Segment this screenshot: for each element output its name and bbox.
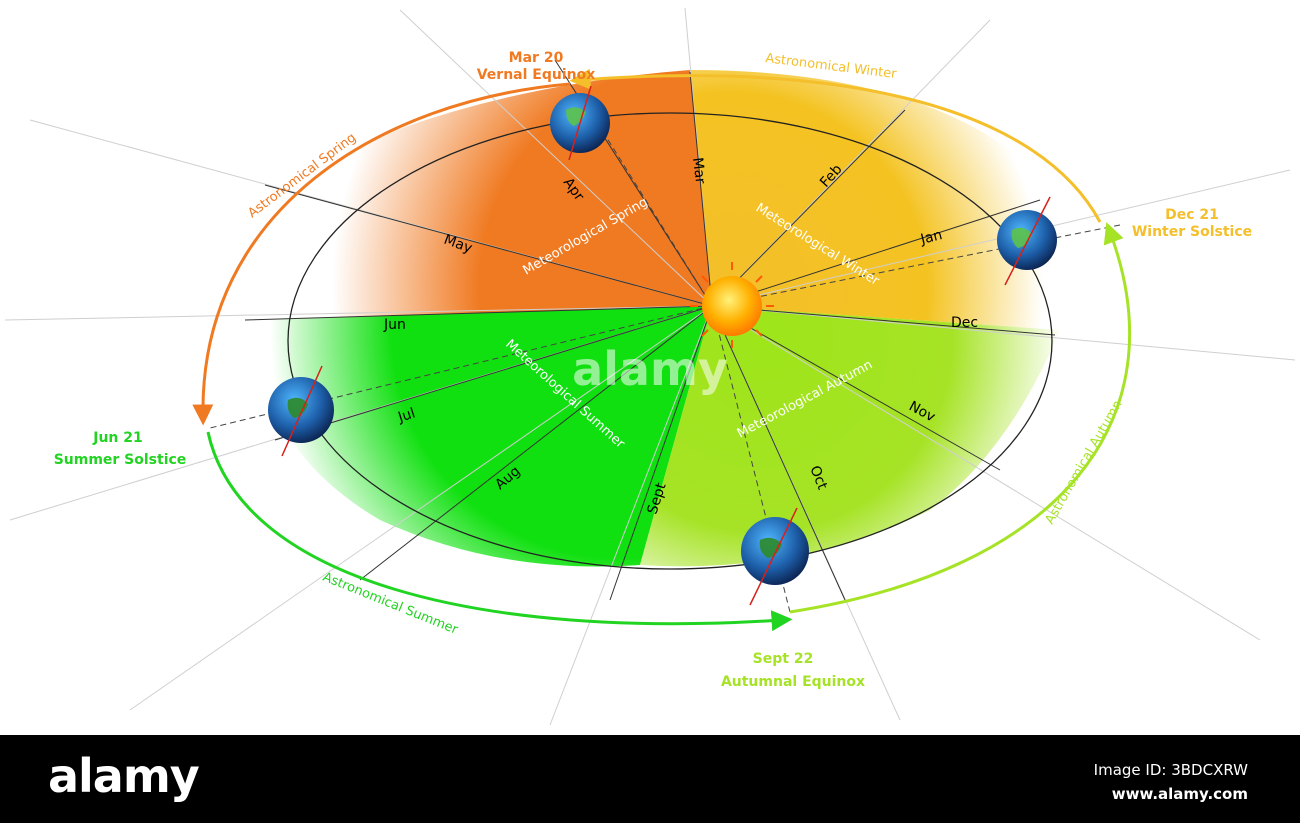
season-wedges <box>245 70 1060 567</box>
arc-summer <box>206 431 793 632</box>
autumnal-equinox-name: Autumnal Equinox <box>721 674 865 690</box>
month-label-mar: Mar <box>689 157 708 185</box>
event-labels: Mar 20 Vernal Equinox Dec 21 Winter Sols… <box>54 50 1252 690</box>
vernal-equinox-date: Mar 20 <box>509 50 564 66</box>
seasons-orbit-diagram: Jan Feb Mar Apr May Jun Jul Aug Sept Oct… <box>4 7 1296 726</box>
winter-solstice-date: Dec 21 <box>1165 207 1219 223</box>
wedge-winter <box>690 70 1060 330</box>
footer-bar: alamy Image ID: 3BDCXRW www.alamy.com <box>0 735 1300 823</box>
vernal-equinox-name: Vernal Equinox <box>477 67 596 83</box>
alamy-logo: alamy <box>48 749 200 803</box>
sun-icon <box>690 262 774 348</box>
watermark-text: alamy <box>572 342 728 396</box>
month-label-jul: Jul <box>395 405 417 426</box>
summer-solstice-name: Summer Solstice <box>54 452 187 468</box>
earth-icon-vernal <box>550 85 610 161</box>
month-label-jan: Jan <box>918 227 944 248</box>
arc-winter <box>569 68 1102 223</box>
month-label-dec: Dec <box>951 315 978 331</box>
astronomical-autumn-label: Astronomical Autumn <box>1042 398 1125 527</box>
wedge-autumn <box>640 306 1060 567</box>
astronomical-arcs <box>192 68 1132 632</box>
astronomical-summer-label: Astronomical Summer <box>321 570 461 638</box>
summer-solstice-date: Jun 21 <box>92 430 143 446</box>
arc-autumn <box>789 222 1132 614</box>
earth-icon-summer <box>268 365 334 457</box>
image-id: Image ID: 3BDCXRW <box>1093 761 1248 779</box>
winter-solstice-name: Winter Solstice <box>1132 224 1252 240</box>
site-url: www.alamy.com <box>1111 785 1248 803</box>
earth-icon-autumnal <box>741 507 809 606</box>
month-label-jun: Jun <box>383 317 406 333</box>
arc-spring <box>192 82 571 426</box>
earth-icon-winter <box>997 196 1057 286</box>
wedge-summer <box>250 306 712 567</box>
orbit-ellipse <box>287 112 1053 570</box>
autumnal-equinox-date: Sept 22 <box>753 651 814 667</box>
